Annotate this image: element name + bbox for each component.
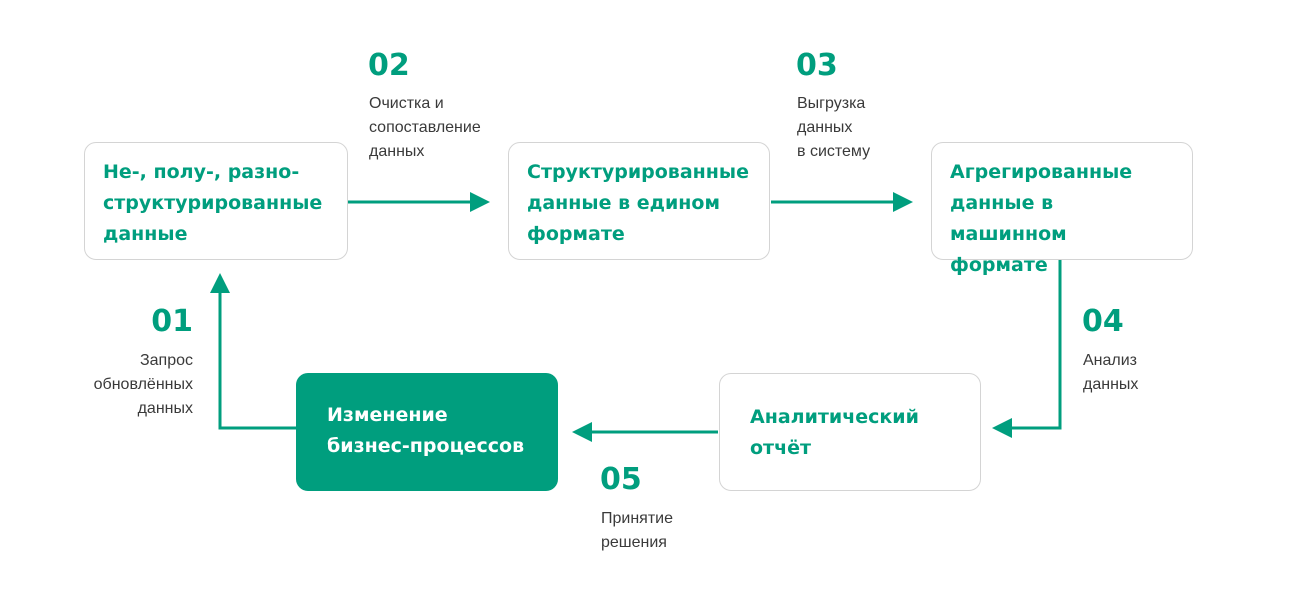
box-raw-data: Не-, полу-, разно- структурированные дан… [84,142,348,260]
step-02-number: 02 [368,48,410,83]
arrow-04-line [1010,260,1062,430]
box-structured-data-label: Структурированные данные в едином формат… [527,161,749,245]
arrow-03-head [893,192,913,212]
arrow-01-head [210,273,230,293]
box-structured-data: Структурированные данные в едином формат… [508,142,770,260]
box-aggregated-data-label: Агрегированные данные в машинном формате [950,161,1133,276]
box-process-change-label: Изменение бизнес-процессов [327,404,525,457]
box-analytical-report: Аналитический отчёт [719,373,981,491]
step-03-text: Выгрузка данных в систему [797,95,871,160]
arrow-04-head [992,418,1012,438]
step-04-text: Анализ данных [1083,352,1139,393]
box-analytical-report-label: Аналитический отчёт [750,406,919,459]
box-raw-data-label: Не-, полу-, разно- структурированные дан… [103,161,323,245]
arrow-02-head [470,192,490,212]
arrow-01-line [218,292,296,430]
step-05-text: Принятие решения [601,510,673,551]
step-01-number: 01 [151,304,193,339]
step-05-number: 05 [600,462,642,497]
step-02-text: Очистка и сопоставление данных [369,95,481,160]
step-03-number: 03 [796,48,838,83]
box-aggregated-data: Агрегированные данные в машинном формате [931,142,1193,276]
step-04-number: 04 [1082,304,1124,339]
step-01-text: Запрос обновлённых данных [93,352,193,417]
box-process-change: Изменение бизнес-процессов [296,373,558,491]
arrow-05-head [572,422,592,442]
